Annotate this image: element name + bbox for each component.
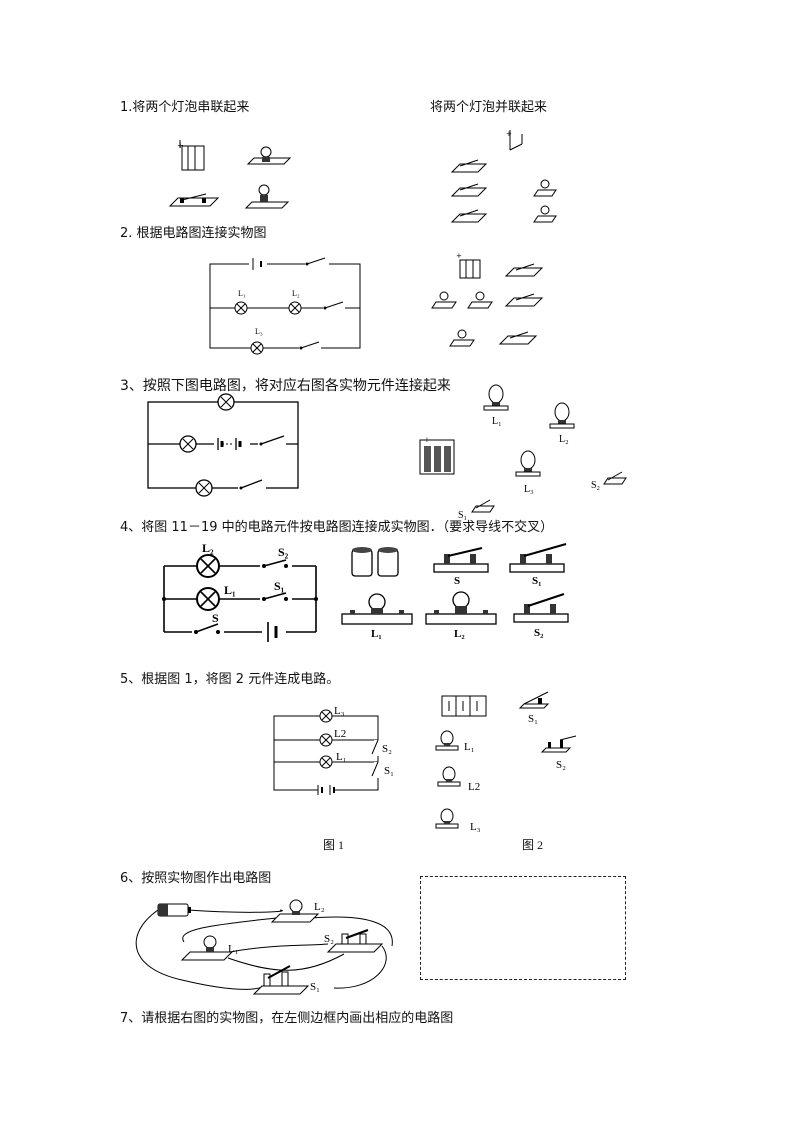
- q4-part-label-s2: S₂: [534, 627, 544, 639]
- q5-label-s2: S₂: [382, 743, 392, 755]
- q5-label-l2: L2: [334, 728, 346, 740]
- battery-icon: +: [177, 140, 205, 171]
- q2-components: +: [431, 252, 544, 347]
- q1-parallel-title: 将两个灯泡并联起来: [430, 100, 548, 115]
- bulb-icon: [180, 935, 234, 961]
- switch-icon: [433, 547, 489, 573]
- q5-label-l3: L₃: [334, 705, 345, 717]
- bulb-icon: [270, 899, 320, 923]
- q6-label-s1: S₁: [310, 981, 320, 993]
- q3-label-s2: S₂: [591, 480, 600, 491]
- switch-icon: [450, 183, 488, 197]
- q1-series-components: +: [168, 140, 292, 209]
- q5-fig1-caption: 图 1: [323, 838, 345, 852]
- q4-title: 4、将图 11－19 中的电路元件按电路图连接成实物图．（要求导线不交叉）: [120, 520, 554, 535]
- switch-icon: [168, 193, 220, 207]
- bulb-icon: [533, 205, 557, 223]
- q5-part-label-l3: L₃: [470, 821, 481, 833]
- q4-part-label-l2: L₂: [454, 628, 465, 640]
- q2-label-l2: L₂: [292, 289, 300, 298]
- bulb-icon: [341, 593, 413, 625]
- bulb-icon: [435, 808, 459, 829]
- svg-text:+: +: [424, 436, 430, 444]
- switch-icon: [518, 691, 550, 709]
- q6-answer-box[interactable]: [420, 876, 626, 980]
- switch-icon: [498, 331, 538, 345]
- q6-label-l1: L₁: [228, 943, 239, 955]
- switch-icon: [509, 543, 567, 573]
- switch-icon: [504, 263, 544, 277]
- q6-label-l2: L₂: [314, 901, 325, 913]
- bulb-icon: [549, 402, 575, 429]
- q3-label-l1: L₁: [492, 416, 502, 427]
- q4-label-s1: S₁: [274, 579, 285, 593]
- bulb-icon: [533, 179, 557, 197]
- q6-label-s2: S₂: [324, 933, 334, 945]
- svg-text:+: +: [177, 141, 184, 150]
- switch-icon: [471, 499, 495, 513]
- q2-label-l3: L₃: [255, 327, 263, 336]
- q5-label-s1: S₁: [384, 765, 394, 777]
- battery-icon: [441, 695, 487, 717]
- q5-part-label-l1: L₁: [464, 741, 475, 753]
- q5-components: S₁ L₁ S₂ L2 L₃: [435, 691, 577, 833]
- q4-components: S S₁ L₁ L₂ S₂: [341, 543, 569, 640]
- q4-part-label-l1: L₁: [371, 628, 382, 640]
- q4-label-l1: L₁: [224, 583, 236, 597]
- q4-part-label-s: S: [454, 575, 460, 587]
- battery-icon: +: [506, 130, 523, 151]
- q3-label-s1: S₁: [458, 510, 467, 521]
- switch-icon: [252, 965, 310, 995]
- q5-title: 5、根据图 1，将图 2 元件连成电路。: [120, 672, 340, 687]
- battery-icon: +: [419, 436, 455, 475]
- svg-text:+: +: [506, 130, 512, 138]
- q1-parallel-components: +: [450, 130, 557, 223]
- q4-part-label-s1: S₁: [532, 575, 541, 587]
- bulb-icon: [244, 184, 290, 209]
- q3-components: L₁ L₂ + L₃ S₂ S₁: [419, 384, 627, 521]
- q2-circuit-diagram: L₁ L₂ L₃: [209, 257, 361, 355]
- q4-circuit-diagram: L₂ S₂ L₁ S₁ S: [162, 541, 318, 642]
- switch-icon: [513, 593, 569, 623]
- q4-label-s2: S₂: [278, 545, 289, 559]
- q1-series-title: 1.将两个灯泡串联起来: [120, 100, 250, 115]
- battery-icon: [157, 903, 191, 917]
- q6-title: 6、按照实物图作出电路图: [120, 871, 272, 886]
- q7-title: 7、请根据右图的实物图，在左侧边框内画出相应的电路图: [120, 1011, 454, 1026]
- switch-icon: [540, 735, 577, 753]
- q3-label-l2: L₂: [559, 434, 569, 445]
- q4-label-s: S: [212, 611, 219, 625]
- bulb-icon: [435, 730, 459, 751]
- q5-circuit-diagram: L₃ L2 L₁ S₂ S₁: [273, 705, 394, 796]
- switch-icon: [326, 929, 384, 953]
- bulb-icon: [515, 450, 541, 477]
- q3-title: 3、按照下图电路图，将对应右图各实物元件连接起来: [120, 378, 451, 394]
- switch-icon: [450, 209, 488, 223]
- q2-title: 2. 根据电路图连接实物图: [120, 226, 267, 241]
- bulb-icon: [437, 766, 461, 787]
- q5-label-l1: L₁: [336, 751, 347, 763]
- svg-text:+: +: [456, 252, 462, 260]
- bulb-icon: [449, 329, 475, 347]
- bulb-icon: [246, 146, 292, 165]
- bulb-icon: [425, 591, 497, 625]
- switch-icon: [603, 471, 627, 485]
- q3-label-l3: L₃: [524, 484, 534, 495]
- switch-icon: [450, 159, 488, 173]
- switch-icon: [504, 293, 544, 307]
- battery-icon: [351, 547, 399, 577]
- q3-circuit-diagram: [147, 393, 299, 497]
- battery-icon: +: [456, 252, 481, 279]
- q4-label-l2: L₂: [202, 541, 214, 555]
- q2-label-l1: L₁: [238, 289, 246, 298]
- q6-physical-circuit: L₂ L₁ S₂ S₁: [135, 899, 393, 995]
- q5-part-label-l2: L2: [468, 781, 480, 793]
- bulb-icon: [431, 291, 457, 309]
- q5-fig2-caption: 图 2: [522, 838, 544, 852]
- bulb-icon: [467, 291, 493, 309]
- bulb-icon: [483, 384, 509, 411]
- q5-part-label-s2: S₂: [556, 759, 566, 771]
- q5-part-label-s1: S₁: [528, 713, 538, 725]
